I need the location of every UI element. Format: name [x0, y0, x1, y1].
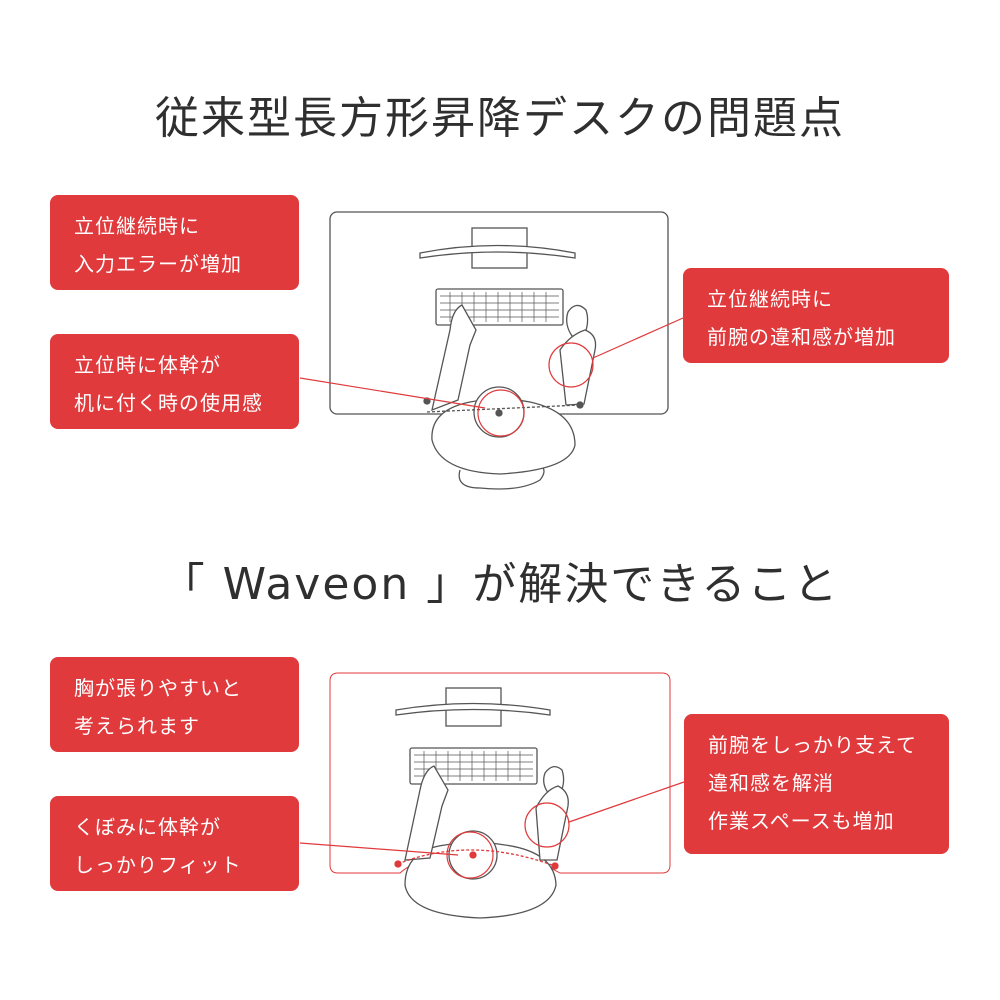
leader-line: [568, 781, 685, 823]
forearm-highlight-circle: [548, 342, 594, 388]
callout-line: 考えられます: [74, 714, 200, 738]
solution-callout-trunk-fit: くぼみに体幹が しっかりフィット: [50, 796, 299, 891]
waveon-desk-diagram: [329, 672, 671, 919]
callout-line: 作業スペースも増加: [708, 809, 895, 833]
leader-line: [299, 377, 486, 409]
contact-point: [394, 860, 402, 868]
contact-point: [551, 862, 559, 870]
problem-callout-trunk-contact: 立位時に体幹が 机に付く時の使用感: [50, 334, 299, 429]
body-contact-curve: [397, 849, 556, 867]
monitor-icon: [395, 687, 551, 727]
desk-edge-contact-line: [426, 404, 581, 413]
problem-callout-input-errors: 立位継続時に 入力エラーが増加: [50, 195, 299, 290]
person-top-view-icon: [404, 765, 569, 919]
problem-callout-forearm-discomfort: 立位継続時に 前腕の違和感が増加: [683, 268, 949, 363]
forearm-highlight-circle: [524, 802, 570, 848]
callout-line: 立位継続時に: [74, 214, 200, 238]
solution-highlights: [299, 781, 685, 879]
callout-line: 立位時に体幹が: [74, 353, 221, 377]
leader-line: [299, 842, 459, 856]
callout-line: 立位継続時に: [707, 287, 833, 311]
callout-line: 入力エラーが増加: [74, 252, 242, 276]
contact-point: [495, 409, 503, 417]
callout-line: 机に付く時の使用感: [74, 391, 263, 415]
chest-highlight-circle: [446, 831, 494, 879]
mouse-icon: [566, 304, 589, 337]
callout-line: くぼみに体幹が: [74, 815, 221, 839]
contact-point: [469, 851, 477, 859]
problem-highlights: [299, 317, 684, 437]
trunk-highlight-circle: [477, 389, 525, 437]
solution-callout-forearm-support: 前腕をしっかり支えて 違和感を解消 作業スペースも増加: [684, 714, 949, 854]
callout-line: 違和感を解消: [708, 771, 834, 795]
callout-line: しっかりフィット: [74, 853, 242, 877]
problems-heading: 従来型長方形昇降デスクの問題点: [155, 93, 845, 144]
monitor-icon: [419, 227, 576, 269]
solution-heading: 「 Waveon 」が解決できること: [160, 559, 840, 610]
callout-line: 前腕の違和感が増加: [707, 325, 896, 349]
leader-line: [592, 317, 684, 359]
callout-line: 前腕をしっかり支えて: [708, 733, 917, 757]
callout-line: 胸が張りやすいと: [74, 676, 242, 700]
solution-callout-chest: 胸が張りやすいと 考えられます: [50, 657, 299, 752]
contact-point: [576, 401, 584, 409]
rectangular-desk-diagram: [329, 211, 669, 490]
